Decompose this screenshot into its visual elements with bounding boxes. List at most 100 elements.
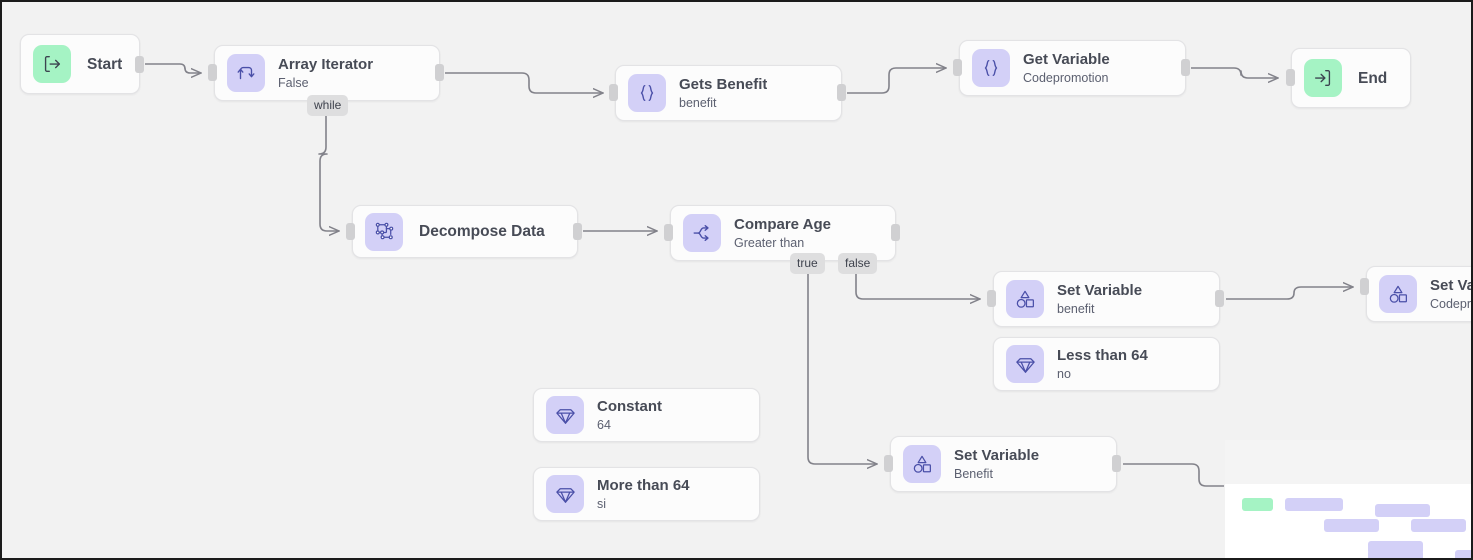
node-less-than-64-subtitle: no — [1057, 366, 1071, 381]
node-set-variable-benefit-false-title: Set Variable — [1057, 281, 1143, 299]
node-less-than-64-text: Less than 64 no — [1057, 346, 1148, 383]
node-constant-text: Constant 64 — [597, 397, 662, 434]
node-array-iterator[interactable]: Array Iterator False — [214, 45, 440, 101]
edge-compare-age-true-to-set-variable-bottom — [807, 270, 877, 464]
handle-end-in[interactable] — [1286, 69, 1295, 86]
handle-set-variable-true-in[interactable] — [884, 455, 893, 472]
arrow-out-of-bracket-icon — [33, 45, 71, 83]
handle-gets-benefit-in[interactable] — [609, 84, 618, 101]
node-get-variable-subtitle: Codepromotion — [1023, 70, 1109, 85]
minimap-node — [1368, 550, 1423, 558]
handle-decompose-in[interactable] — [346, 223, 355, 240]
node-start-text: Start — [87, 55, 122, 74]
node-end-text: End — [1358, 69, 1387, 88]
handle-set-variable-codepromotion-in[interactable] — [1360, 278, 1369, 295]
node-get-variable-text: Get Variable Codepromotion — [1023, 50, 1110, 87]
edge-array-iterator-to-gets-benefit — [445, 72, 603, 93]
edge-start-to-array-iterator — [145, 63, 201, 73]
node-more-than-64-subtitle: si — [597, 496, 607, 511]
node-end[interactable]: End — [1291, 48, 1411, 108]
node-set-variable-benefit-true-title: Set Variable — [954, 446, 1040, 464]
handle-set-variable-false-in[interactable] — [987, 290, 996, 307]
node-less-than-64[interactable]: Less than 64 no — [993, 337, 1220, 391]
node-gets-benefit[interactable]: Gets Benefit benefit — [615, 65, 842, 121]
node-constant[interactable]: Constant 64 — [533, 388, 760, 442]
handle-set-variable-false-out[interactable] — [1215, 290, 1224, 307]
node-set-variable-benefit-false[interactable]: Set Variable benefit — [993, 271, 1220, 327]
node-set-variable-benefit-false-text: Set Variable benefit — [1057, 281, 1142, 318]
minimap-backdrop — [1225, 440, 1471, 484]
node-compare-age-text: Compare Age Greater than — [734, 215, 831, 252]
node-constant-title: Constant — [597, 397, 662, 415]
handle-gets-benefit-out[interactable] — [837, 84, 846, 101]
minimap-node — [1285, 498, 1343, 511]
node-end-title: End — [1358, 69, 1388, 87]
node-gets-benefit-subtitle: benefit — [679, 95, 717, 110]
node-graph-icon — [365, 212, 403, 251]
edge-label-false[interactable]: false — [838, 253, 878, 274]
gem-icon — [1006, 345, 1044, 383]
edge-gets-benefit-to-get-variable — [847, 68, 946, 94]
edge-set-variable-bottom-outgoing — [1123, 463, 1224, 487]
minimap-node — [1242, 498, 1273, 511]
node-set-variable-benefit-false-subtitle: benefit — [1057, 301, 1095, 316]
handle-get-variable-in[interactable] — [953, 59, 962, 76]
node-array-iterator-text: Array Iterator False — [278, 55, 373, 92]
node-set-variable-codepromotion-title: Set Va — [1430, 276, 1473, 294]
node-constant-subtitle: 64 — [597, 417, 611, 432]
node-start-title: Start — [87, 55, 123, 73]
node-decompose-data-text: Decompose Data — [419, 222, 545, 241]
curly-braces-icon — [628, 74, 666, 112]
handle-decompose-out[interactable] — [573, 223, 582, 240]
minimap-node — [1455, 550, 1471, 558]
node-more-than-64[interactable]: More than 64 si — [533, 467, 760, 521]
handle-array-iterator-out[interactable] — [435, 64, 444, 81]
shapes-icon — [903, 445, 941, 483]
curly-braces-icon — [972, 49, 1010, 87]
node-set-variable-benefit-true-text: Set Variable Benefit — [954, 446, 1039, 483]
node-set-variable-benefit-true-subtitle: Benefit — [954, 466, 993, 481]
node-get-variable[interactable]: Get Variable Codepromotion — [959, 40, 1186, 96]
node-decompose-data-title: Decompose Data — [419, 223, 545, 240]
edge-get-variable-to-end — [1191, 67, 1278, 78]
node-set-variable-benefit-true[interactable]: Set Variable Benefit — [890, 436, 1117, 492]
loop-arrows-icon — [227, 54, 265, 92]
minimap-node — [1324, 519, 1379, 532]
handle-start-out[interactable] — [135, 56, 144, 73]
node-get-variable-title: Get Variable — [1023, 50, 1110, 68]
edge-compare-age-false-to-set-variable — [855, 270, 980, 299]
node-compare-age-subtitle: Greater than — [734, 235, 805, 250]
gem-icon — [546, 475, 584, 513]
branch-split-icon — [683, 214, 721, 252]
node-compare-age[interactable]: Compare Age Greater than — [670, 205, 896, 261]
edge-array-iterator-while-to-decompose — [318, 112, 339, 231]
node-less-than-64-title: Less than 64 — [1057, 346, 1148, 364]
minimap-node — [1375, 504, 1430, 517]
handle-compare-age-out[interactable] — [891, 224, 900, 241]
handle-set-variable-true-out[interactable] — [1112, 455, 1121, 472]
arrow-into-bracket-icon — [1304, 59, 1342, 97]
node-array-iterator-subtitle: False — [278, 75, 309, 90]
node-gets-benefit-title: Gets Benefit — [679, 75, 768, 93]
node-decompose-data[interactable]: Decompose Data — [352, 205, 578, 258]
node-array-iterator-title: Array Iterator — [278, 55, 374, 73]
shapes-icon — [1006, 280, 1044, 318]
node-set-variable-codepromotion-text: Set Va Codepro — [1430, 276, 1473, 313]
node-set-variable-codepromotion-subtitle: Codepro — [1430, 296, 1471, 311]
node-set-variable-codepromotion[interactable]: Set Va Codepro — [1366, 266, 1473, 322]
handle-array-iterator-in[interactable] — [208, 64, 217, 81]
handle-get-variable-out[interactable] — [1181, 59, 1190, 76]
edge-label-while[interactable]: while — [307, 95, 349, 116]
gem-icon — [546, 396, 584, 434]
handle-compare-age-in[interactable] — [664, 224, 673, 241]
minimap[interactable] — [1225, 484, 1471, 558]
node-gets-benefit-text: Gets Benefit benefit — [679, 75, 767, 112]
minimap-node — [1411, 519, 1466, 532]
shapes-icon — [1379, 275, 1417, 313]
node-more-than-64-text: More than 64 si — [597, 476, 690, 513]
node-more-than-64-title: More than 64 — [597, 476, 690, 494]
edge-set-variable-to-set-variable-codepromotion — [1226, 287, 1353, 300]
edge-label-true[interactable]: true — [790, 253, 825, 274]
node-start[interactable]: Start — [20, 34, 140, 94]
